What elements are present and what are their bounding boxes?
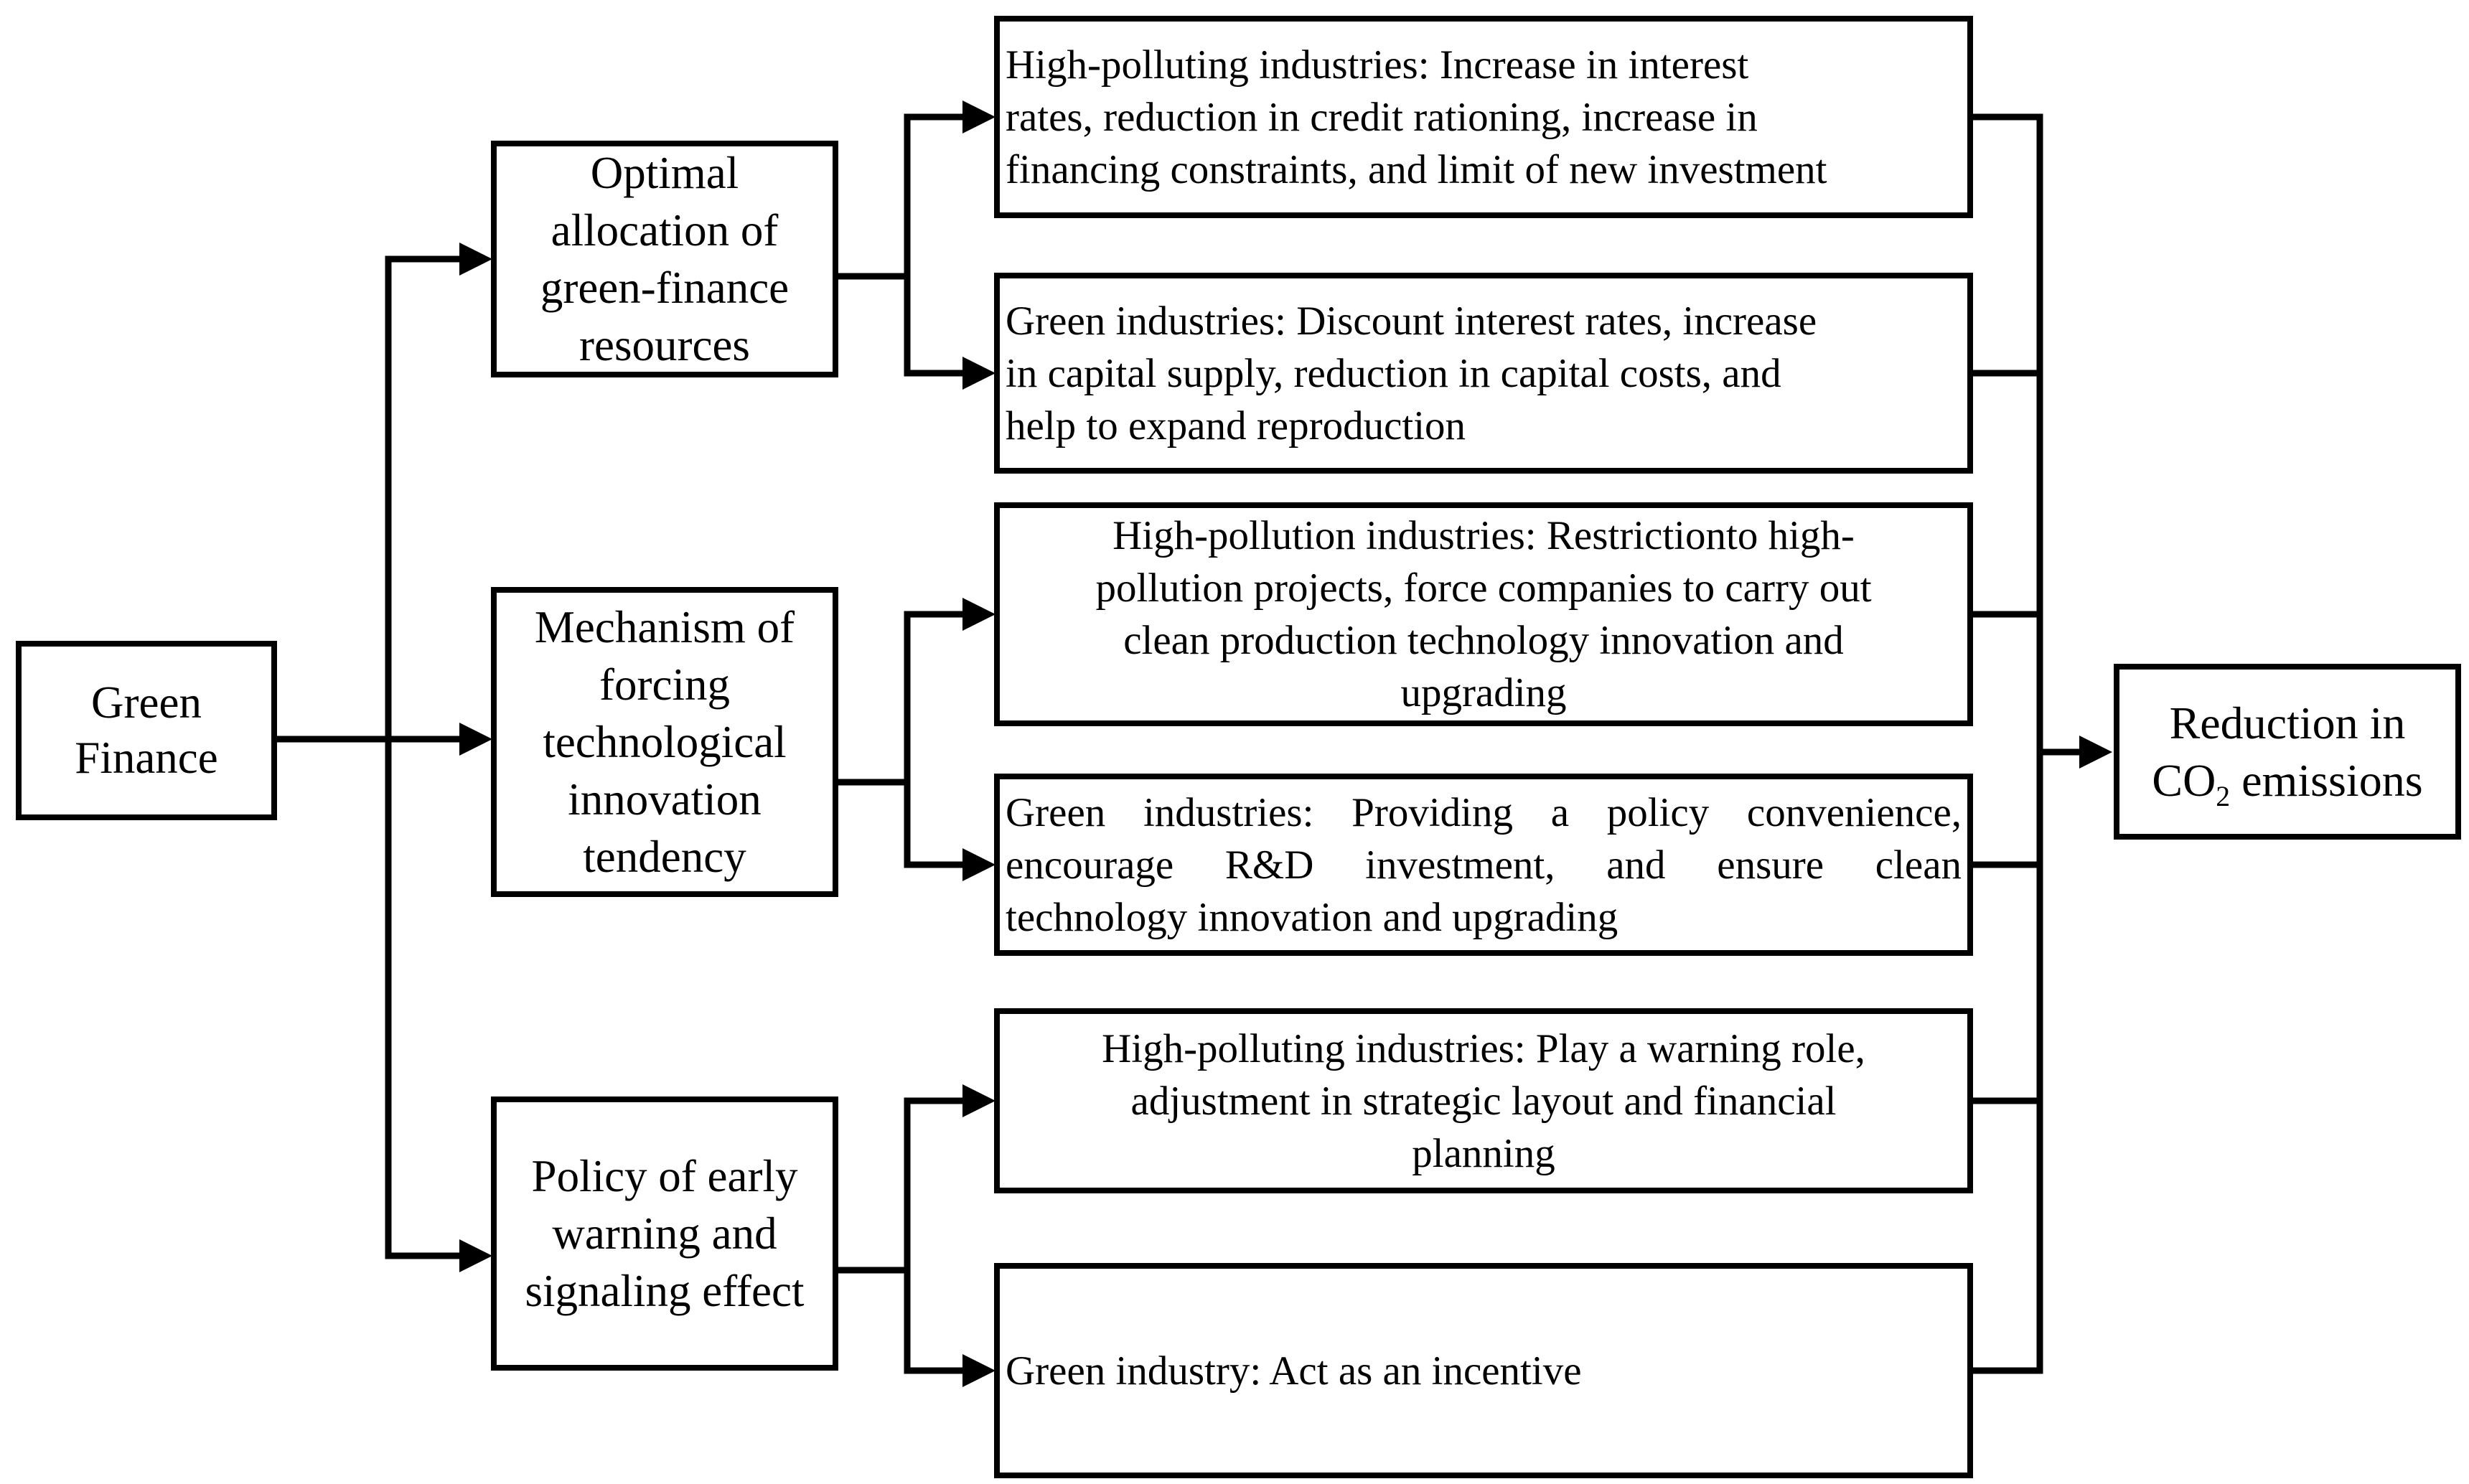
text-line: Reduction in [2169,697,2406,748]
text-line: clean production technology innovation a… [1123,618,1844,663]
outcome-box-innovation-green: Green industries: Providing a policy con… [994,774,1973,956]
arrowhead [962,100,995,133]
text-line: resources [579,320,750,370]
formula-subscript: 2 [2216,780,2231,812]
mechanism-box-forcing-innovation: Mechanism of forcing technological innov… [491,587,838,897]
text-line: CO2 emissions [2124,752,2451,812]
outcome-box-warning-high-polluting: High-polluting industries: Play a warnin… [994,1008,1973,1193]
text-line: in capital supply, reduction in capital … [1006,350,1781,396]
text-line: help to expand reproduction [1006,403,1466,449]
text-line: Optimal [590,148,739,198]
source-box-green-finance: Green Finance [16,641,277,820]
text-line: Green industries: Discount interest rate… [1006,298,1817,344]
outcome-box-allocation-high-polluting: High-polluting industries: Increase in i… [994,16,1973,218]
text-line: Green industry: Act as an incentive [1006,1348,1582,1394]
mechanism-box-optimal-allocation: Optimal allocation of green-finance reso… [491,141,838,377]
text-line: tendency [583,832,746,882]
text-line: pollution projects, force companies to c… [1095,565,1872,611]
arrowhead [2079,736,2112,769]
arrowhead [962,1354,995,1387]
mechanism-box-early-warning: Policy of early warning and signaling ef… [491,1096,838,1371]
text-line: Finance [75,733,218,783]
arrowhead [459,1239,492,1272]
arrowhead [962,848,995,881]
text-line: innovation [568,774,762,825]
text-line: planning [1412,1130,1555,1176]
arrowhead [459,723,492,756]
formula-prefix: CO [2152,754,2216,806]
arrowhead [962,598,995,631]
text-line: financing constraints, and limit of new … [1006,146,1827,192]
arrowhead [962,1084,995,1117]
text-line: forcing [599,659,730,710]
arrowhead [962,357,995,390]
text-line: Policy of early [531,1151,798,1201]
text-line: warning and [552,1208,777,1259]
formula-suffix: emissions [2230,754,2423,806]
text-line: technology innovation and upgrading [1006,894,1618,940]
text-line: signaling effect [525,1266,805,1316]
text-line: Green [91,677,202,728]
text-line: Mechanism of [534,602,795,652]
text-line: High-pollution industries: Restrictionto… [1112,513,1855,558]
sink-box-co2-reduction: Reduction in CO2 emissions [2114,664,2461,840]
text-line: High-polluting industries: Play a warnin… [1102,1025,1865,1071]
text-line: encourage R&D investment, and ensure cle… [1006,842,1962,888]
text-line: allocation of [551,205,779,255]
text-line: upgrading [1400,670,1567,715]
outcome-box-innovation-high-pollution: High-pollution industries: Restrictionto… [994,502,1973,726]
text-line: technological [543,717,787,767]
outcome-box-warning-green: Green industry: Act as an incentive [994,1263,1973,1478]
text-line: High-polluting industries: Increase in i… [1006,42,1749,88]
text-line: adjustment in strategic layout and finan… [1130,1078,1837,1124]
text-line: Green industries: Providing a policy con… [1006,789,1962,835]
outcome-box-allocation-green: Green industries: Discount interest rate… [994,273,1973,474]
arrowhead [459,243,492,276]
text-line: green-finance [540,263,790,313]
text-line: rates, reduction in credit rationing, in… [1006,94,1758,140]
